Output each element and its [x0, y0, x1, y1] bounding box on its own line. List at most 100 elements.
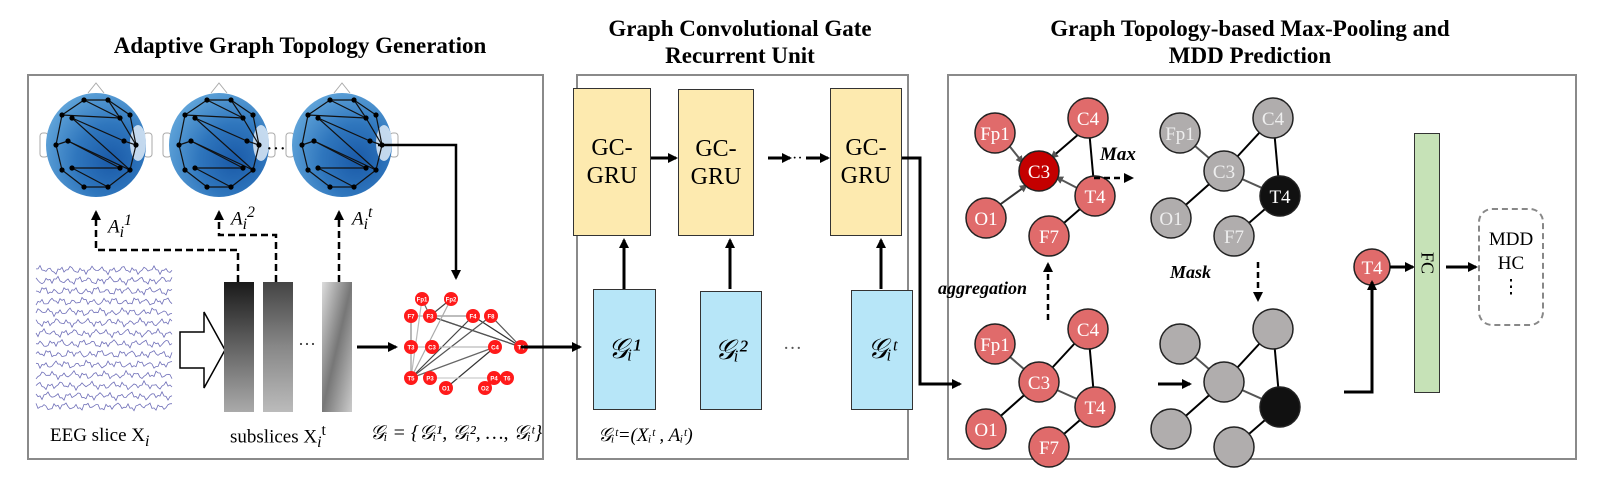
scalp-electrode [228, 97, 234, 103]
scalp-electrode [81, 97, 87, 103]
scalp-edge [184, 169, 208, 188]
scalp-edge [190, 140, 254, 171]
scalp-edge [230, 169, 254, 188]
electrode-edge [490, 315, 522, 348]
eeg-slice-label: EEG slice Xi [50, 425, 150, 450]
pool-node-t4 [1259, 175, 1301, 217]
scalp-edge [353, 99, 377, 116]
mask-label: Mask [1170, 262, 1212, 282]
scalp-electrode [363, 165, 369, 171]
scalp-edge [178, 144, 186, 171]
pooling-section-title: Graph Topology-based Max-Pooling and MDD… [940, 15, 1560, 69]
scalp-electrode [250, 112, 256, 118]
pool-node-f7 [1028, 215, 1070, 257]
gru-chain-ellipsis: ·· [792, 150, 803, 167]
pool-node-fp1 [1159, 323, 1201, 365]
scalp-electrode [204, 184, 210, 190]
eeg-channel-trace [35, 359, 173, 370]
scalp-electrode [315, 115, 321, 121]
eeg-channel-trace [36, 264, 173, 276]
pool-node-c3 [1203, 150, 1245, 192]
electrode-node-o1 [439, 381, 453, 395]
scalp-edge [317, 117, 377, 171]
scalp-map-1 [39, 82, 153, 197]
adjacency-label-1: Ai1 [108, 212, 132, 242]
electrode-node-fp1 [415, 292, 429, 306]
electrode-label: Fp2 [446, 298, 457, 304]
scalp-edge [301, 144, 309, 171]
electrode-node-p4 [487, 371, 501, 385]
electrode-node-f8 [484, 309, 498, 323]
scalp-electrode [69, 115, 75, 121]
graph-set-formula: 𝒢ᵢ = {𝒢ᵢ¹, 𝒢ᵢ², …, 𝒢ᵢᵗ} [370, 422, 543, 444]
pool-node-label: T4 [1084, 398, 1106, 419]
electrode-node-fp2 [444, 292, 458, 306]
scalp-electrode [59, 112, 65, 118]
pool-node-label: T4 [1084, 187, 1106, 208]
pool-node-c4 [1067, 97, 1109, 139]
scalp-electrode [121, 138, 127, 144]
eeg-channel-trace [35, 402, 173, 412]
electrode-node-p3 [423, 371, 437, 385]
scalp-electrode [59, 167, 65, 173]
scalp-map-2 [162, 82, 276, 197]
electrode-label: F7 [407, 315, 415, 321]
electrode-node-t5 [404, 371, 418, 385]
pool-node-label: Fp1 [980, 335, 1010, 356]
scalp-edge [375, 144, 383, 171]
scalp-electrode [204, 97, 210, 103]
topology-section-title: Adaptive Graph Topology Generation [113, 33, 487, 58]
scalp-electrode [311, 138, 317, 144]
electrode-edge [410, 346, 496, 379]
hollow-arrow [179, 311, 226, 389]
electrode-node-t6 [500, 371, 514, 385]
scalp-edge [61, 99, 85, 116]
pool-node-label: O1 [1159, 209, 1182, 230]
eeg-channel-trace [35, 338, 173, 349]
head-to-graph-arrow [378, 143, 461, 280]
pooling-title-line1: Graph Topology-based Max-Pooling and [1050, 16, 1450, 41]
eeg-channel-trace [35, 286, 173, 296]
scalp-edge [194, 167, 232, 188]
gcgru-title-line2: Recurrent Unit [665, 43, 815, 68]
subslice-2 [263, 282, 293, 412]
electrode-label: O2 [481, 387, 490, 393]
scalp-electrode [351, 184, 357, 190]
scalp-edge [313, 140, 377, 171]
pool-node-c3 [1018, 361, 1060, 403]
scalp-electrode [176, 142, 182, 148]
electrode-label: T6 [503, 377, 511, 383]
scalp-edge [353, 169, 377, 188]
scalp-edge [129, 114, 137, 146]
output-more: ⋮ [1501, 277, 1521, 298]
electrode-node-f4 [466, 309, 480, 323]
scalp-electrode [363, 115, 369, 121]
graph-input-t: 𝒢ᵢᵗ [851, 290, 913, 410]
scalp-electrode [373, 112, 379, 118]
scalp-ellipsis: ··· [266, 138, 286, 160]
scalp-electrode [117, 165, 123, 171]
pool-node-fp1 [974, 112, 1016, 154]
scalp-edge [353, 99, 367, 119]
scalp-electrode [81, 184, 87, 190]
eeg-channel-trace [35, 296, 173, 306]
pool-node-label: F7 [1039, 438, 1059, 459]
pool-node-label: C3 [1028, 162, 1050, 183]
pool-node-fp1 [974, 323, 1016, 365]
fc-label: FC [1417, 251, 1438, 275]
electrode-edge [445, 346, 496, 389]
scalp-electrode [182, 167, 188, 173]
eeg-channel-trace [35, 390, 173, 402]
scalp-electrode [228, 184, 234, 190]
scalp-edge [55, 144, 63, 171]
electrode-edge [429, 315, 522, 348]
scalp-electrode [351, 97, 357, 103]
electrode-label: O1 [442, 387, 451, 393]
pool-node-label: C3 [1028, 373, 1050, 394]
pooling-title-line2: MDD Prediction [1168, 43, 1332, 68]
electrode-label: C3 [428, 346, 436, 352]
scalp-edge [194, 117, 254, 171]
scalp-electrode [315, 165, 321, 171]
selected-node-label: T4 [1361, 258, 1383, 279]
